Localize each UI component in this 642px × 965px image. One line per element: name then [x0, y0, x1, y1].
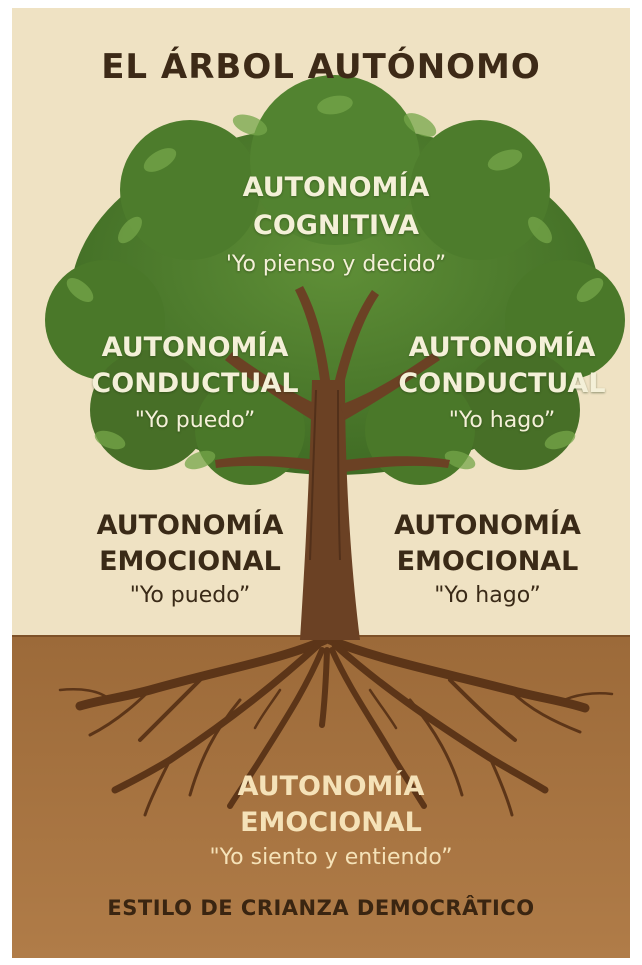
footer-caption: ESTILO DE CRIANZA DEMOCRÂTICO — [107, 896, 535, 920]
roots — [58, 635, 614, 817]
emocional-right-quote: "Yo hago” — [434, 583, 541, 608]
conductual-right-label-line2: CONDUCTUAL — [398, 368, 606, 399]
emocional-left-quote: "Yo puedo” — [129, 583, 251, 608]
cognitive-label-line1: AUTONOMÍA — [242, 172, 430, 203]
tree-trunk — [215, 286, 450, 640]
roots-label-line2: EMOCIONAL — [240, 807, 422, 838]
roots-label-line1: AUTONOMÍA — [237, 771, 425, 802]
conductual-right-label-line1: AUTONOMÍA — [408, 332, 596, 363]
cognitive-label-line2: COGNITIVA — [253, 210, 419, 241]
conductual-left-label-line1: AUTONOMÍA — [101, 332, 289, 363]
emocional-right-label-line1: AUTONOMÍA — [394, 510, 581, 541]
cognitive-quote: 'Yo pienso y decido” — [225, 252, 447, 277]
conductual-left-quote: "Yo puedo” — [134, 408, 256, 433]
tree-crown — [45, 75, 625, 485]
page-title: EL ÁRBOL AUTÓNOMO — [101, 47, 541, 87]
conductual-right-quote: "Yo hago” — [448, 408, 556, 433]
conductual-left-label-line2: CONDUCTUAL — [91, 368, 299, 399]
roots-quote: "Yo siento y entiendo” — [209, 845, 453, 870]
emocional-left-label-line1: AUTONOMÍA — [96, 510, 284, 541]
emocional-right-label-line2: EMOCIONAL — [396, 546, 579, 577]
emocional-left-label-line2: EMOCIONAL — [99, 546, 281, 577]
